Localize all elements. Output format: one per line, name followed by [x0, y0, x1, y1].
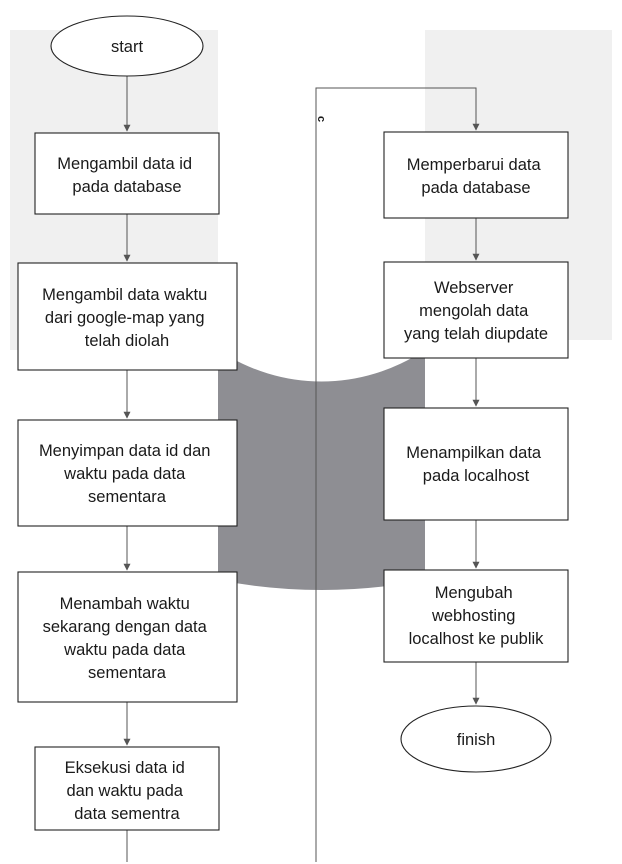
finish-label: finish	[457, 731, 496, 749]
start-node: start	[50, 15, 204, 77]
process-box-9: Mengubah webhosting localhost ke publik	[383, 569, 569, 663]
connector-label: c	[315, 116, 327, 122]
finish-node: finish	[400, 705, 552, 773]
process-box-6-text: Memperbarui data pada database	[407, 156, 546, 197]
connector-line: c	[315, 87, 480, 862]
process-box-2: Mengambil data waktu dari google-map yan…	[17, 262, 238, 371]
process-box-6: Memperbarui data pada database	[383, 131, 569, 219]
process-box-9-text: Mengubah webhosting localhost ke publik	[409, 584, 545, 648]
process-box-5-text: Eksekusi data id dan waktu pada data sem…	[65, 759, 190, 823]
process-box-7: Webserver mengolah data yang telah diupd…	[383, 261, 569, 359]
process-box-8: Menampilkan data pada localhost	[383, 407, 569, 521]
process-box-3-text: Menyimpan data id dan waktu pada data se…	[39, 442, 215, 506]
process-box-8-text: Menampilkan data pada localhost	[406, 444, 545, 485]
process-box-1-text: Mengambil data id pada database	[57, 155, 196, 196]
process-box-1: Mengambil data id pada database	[34, 132, 220, 215]
start-label: start	[111, 38, 144, 56]
process-box-7-text: Webserver mengolah data yang telah diupd…	[404, 279, 548, 343]
process-box-4-text: Menambah waktu sekarang dengan data wakt…	[43, 595, 212, 682]
process-box-5: Eksekusi data id dan waktu pada data sem…	[34, 746, 220, 831]
process-box-4: Menambah waktu sekarang dengan data wakt…	[17, 571, 238, 703]
watermark-u-shape	[218, 350, 425, 590]
process-box-3: Menyimpan data id dan waktu pada data se…	[17, 419, 238, 527]
process-box-2-text: Mengambil data waktu dari google-map yan…	[42, 286, 212, 350]
